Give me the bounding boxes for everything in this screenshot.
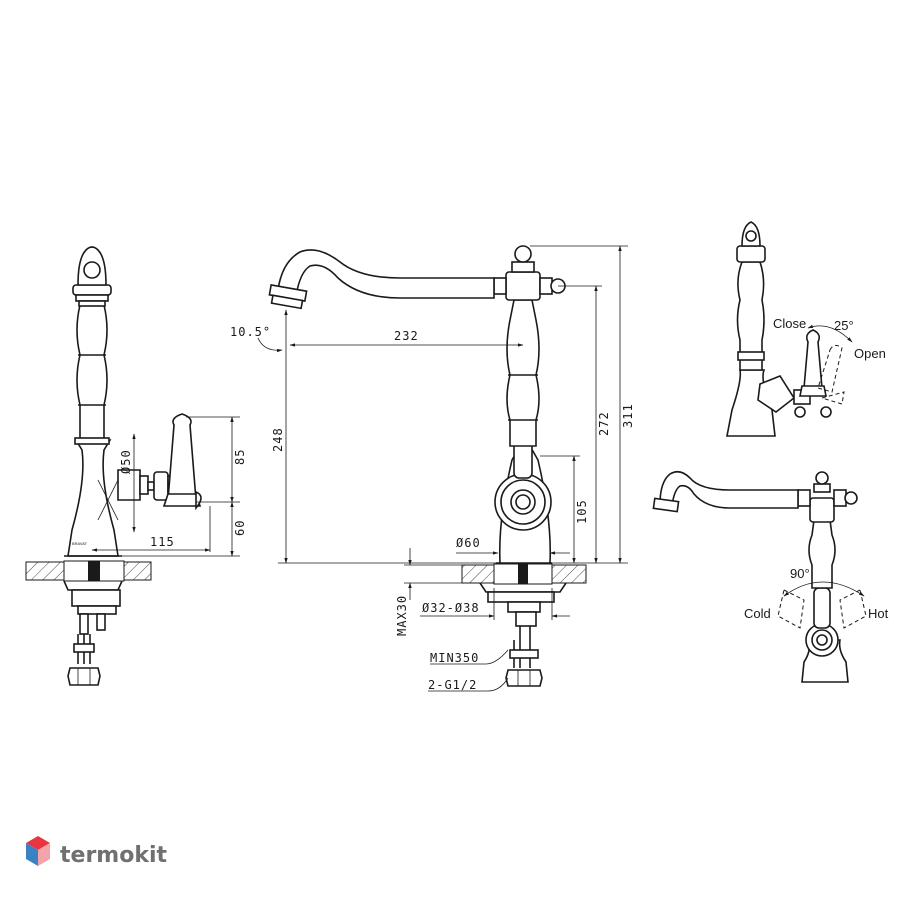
close-label: Close [773,316,806,331]
handle-rotation-view: Close 25° Open [726,221,886,437]
front-view [268,245,587,687]
dim-connection: 2-G1/2 [428,678,477,692]
dim-base-height: 60 [233,520,247,536]
logo-cube-right [38,843,50,866]
rotation-angle-90: 90° [790,566,810,581]
dim-max-thickness: MAX30 [395,595,409,636]
rotation-angle-25: 25° [834,318,854,333]
dim-handle-height: 85 [233,449,247,465]
brand-mark: BRAVAT [72,541,88,546]
open-label: Open [854,346,886,361]
dim-spout-height: 248 [271,427,285,452]
logo-text: termokit [60,843,167,868]
side-view: BRAVAT [25,246,202,686]
dim-handle-axis-height: 105 [575,499,589,524]
dim-body-diameter: Ø50 [119,449,133,474]
dim-spout-reach: 232 [394,329,419,343]
dim-hole-diameter: Ø32-Ø38 [422,601,480,615]
dim-spout-angle: 10.5° [230,325,271,339]
hot-label: Hot [868,606,889,621]
dim-handle-reach: 115 [150,535,175,549]
side-view-dimensions: 85 60 115 Ø50 [91,416,247,557]
termokit-logo: termokit [26,836,167,868]
dim-base-diameter: Ø60 [456,536,481,550]
top-view: 90° Cold Hot [652,470,889,683]
logo-cube-left [26,843,38,866]
front-view-dimensions: 311 272 105 248 232 10.5° Ø60 MAX30 Ø32-… [230,245,635,692]
dim-hose-length: MIN350 [430,651,479,665]
cold-label: Cold [744,606,771,621]
dim-knob-height: 272 [597,411,611,436]
dim-total-height: 311 [621,403,635,428]
